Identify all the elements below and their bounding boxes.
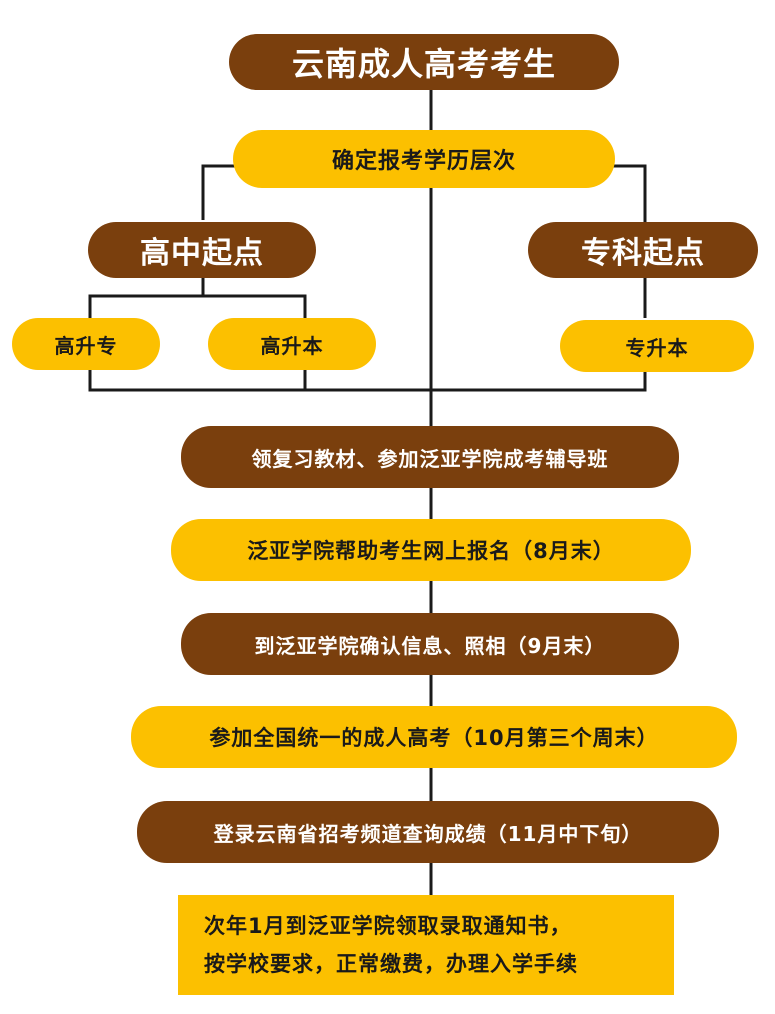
node-step-scores: 登录云南省招考频道查询成绩（11月中下旬） [137, 801, 719, 863]
high-school-split-line [88, 294, 307, 318]
node-zhuanben: 专升本 [560, 320, 754, 372]
right-branch-line [612, 164, 647, 222]
node-college-start: 专科起点 [528, 222, 758, 278]
final-line-2: 按学校要求，正常缴费，办理入学手续 [204, 952, 578, 976]
node-high-school-start: 高中起点 [88, 222, 316, 278]
left-branch-line [201, 164, 236, 220]
node-step-registration: 泛亚学院帮助考生网上报名（8月末） [171, 519, 691, 581]
node-top-candidates: 云南成人高考考生 [229, 34, 619, 90]
node-step-exam: 参加全国统一的成人高考（10月第三个周末） [131, 706, 737, 768]
node-step-textbook: 领复习教材、参加泛亚学院成考辅导班 [181, 426, 679, 488]
node-gaoben: 高升本 [208, 318, 376, 370]
final-line-1: 次年1月到泛亚学院领取录取通知书， [204, 914, 572, 938]
merge-bottom-line [88, 368, 647, 392]
node-step-confirm: 到泛亚学院确认信息、照相（9月末） [181, 613, 679, 675]
node-gaozhuan: 高升专 [12, 318, 160, 370]
node-determine-level: 确定报考学历层次 [233, 130, 615, 188]
node-final-admission: 次年1月到泛亚学院领取录取通知书， 按学校要求，正常缴费，办理入学手续 [178, 895, 674, 995]
